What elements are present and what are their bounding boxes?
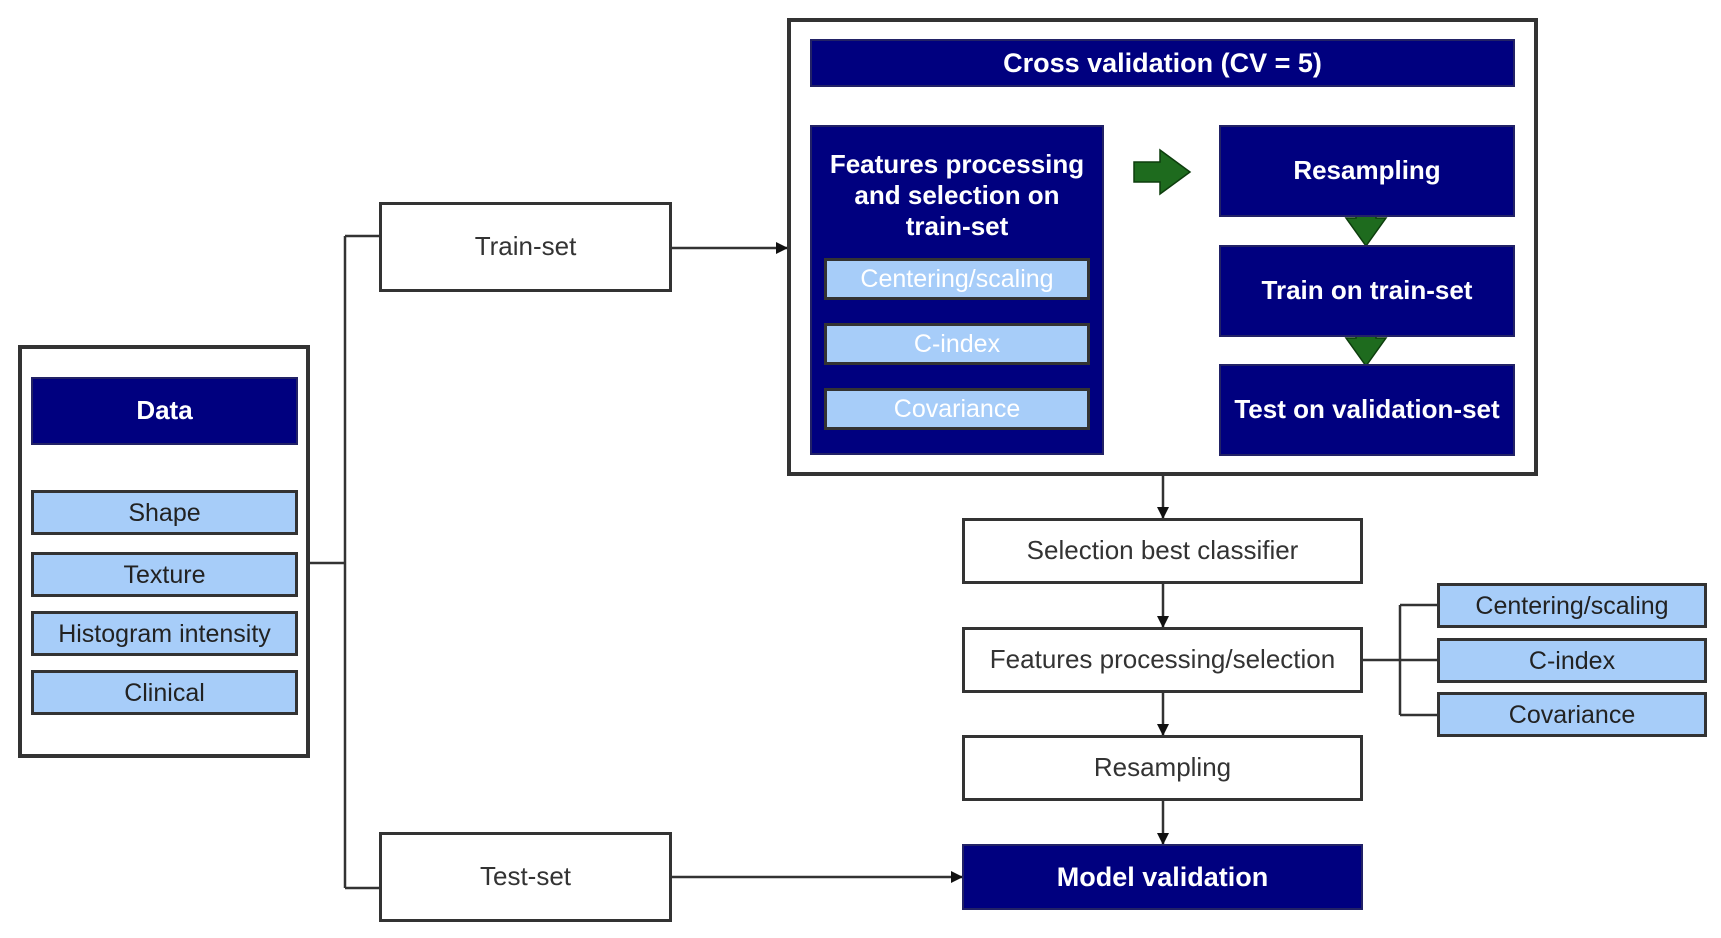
- features-processing-box: Features processing/selection: [962, 627, 1363, 693]
- green-right-arrow-icon: [1133, 148, 1192, 196]
- resampling-box: Resampling: [962, 735, 1363, 801]
- test-set-box: Test-set: [379, 832, 672, 922]
- data-title: Data: [31, 377, 298, 445]
- cv-features-item-covariance: Covariance: [824, 388, 1090, 430]
- selection-best-classifier-box: Selection best classifier: [962, 518, 1363, 584]
- data-item-shape: Shape: [31, 490, 298, 535]
- data-item-texture: Texture: [31, 552, 298, 597]
- train-set-box: Train-set: [379, 202, 672, 292]
- cv-features-title: Features processing and selection on tra…: [829, 149, 1085, 242]
- model-validation-box: Model validation: [962, 844, 1363, 910]
- side-item-cindex: C-index: [1437, 638, 1707, 683]
- cv-title: Cross validation (CV = 5): [810, 39, 1515, 87]
- data-item-clinical: Clinical: [31, 670, 298, 715]
- cv-features-item-cindex: C-index: [824, 323, 1090, 365]
- cv-features-item-centering: Centering/scaling: [824, 258, 1090, 300]
- data-item-histogram-intensity: Histogram intensity: [31, 611, 298, 656]
- cv-step-test-validation: Test on validation-set: [1219, 364, 1515, 456]
- side-item-centering: Centering/scaling: [1437, 583, 1707, 628]
- side-item-covariance: Covariance: [1437, 692, 1707, 737]
- cv-step-train: Train on train-set: [1219, 245, 1515, 337]
- cv-step-resampling: Resampling: [1219, 125, 1515, 217]
